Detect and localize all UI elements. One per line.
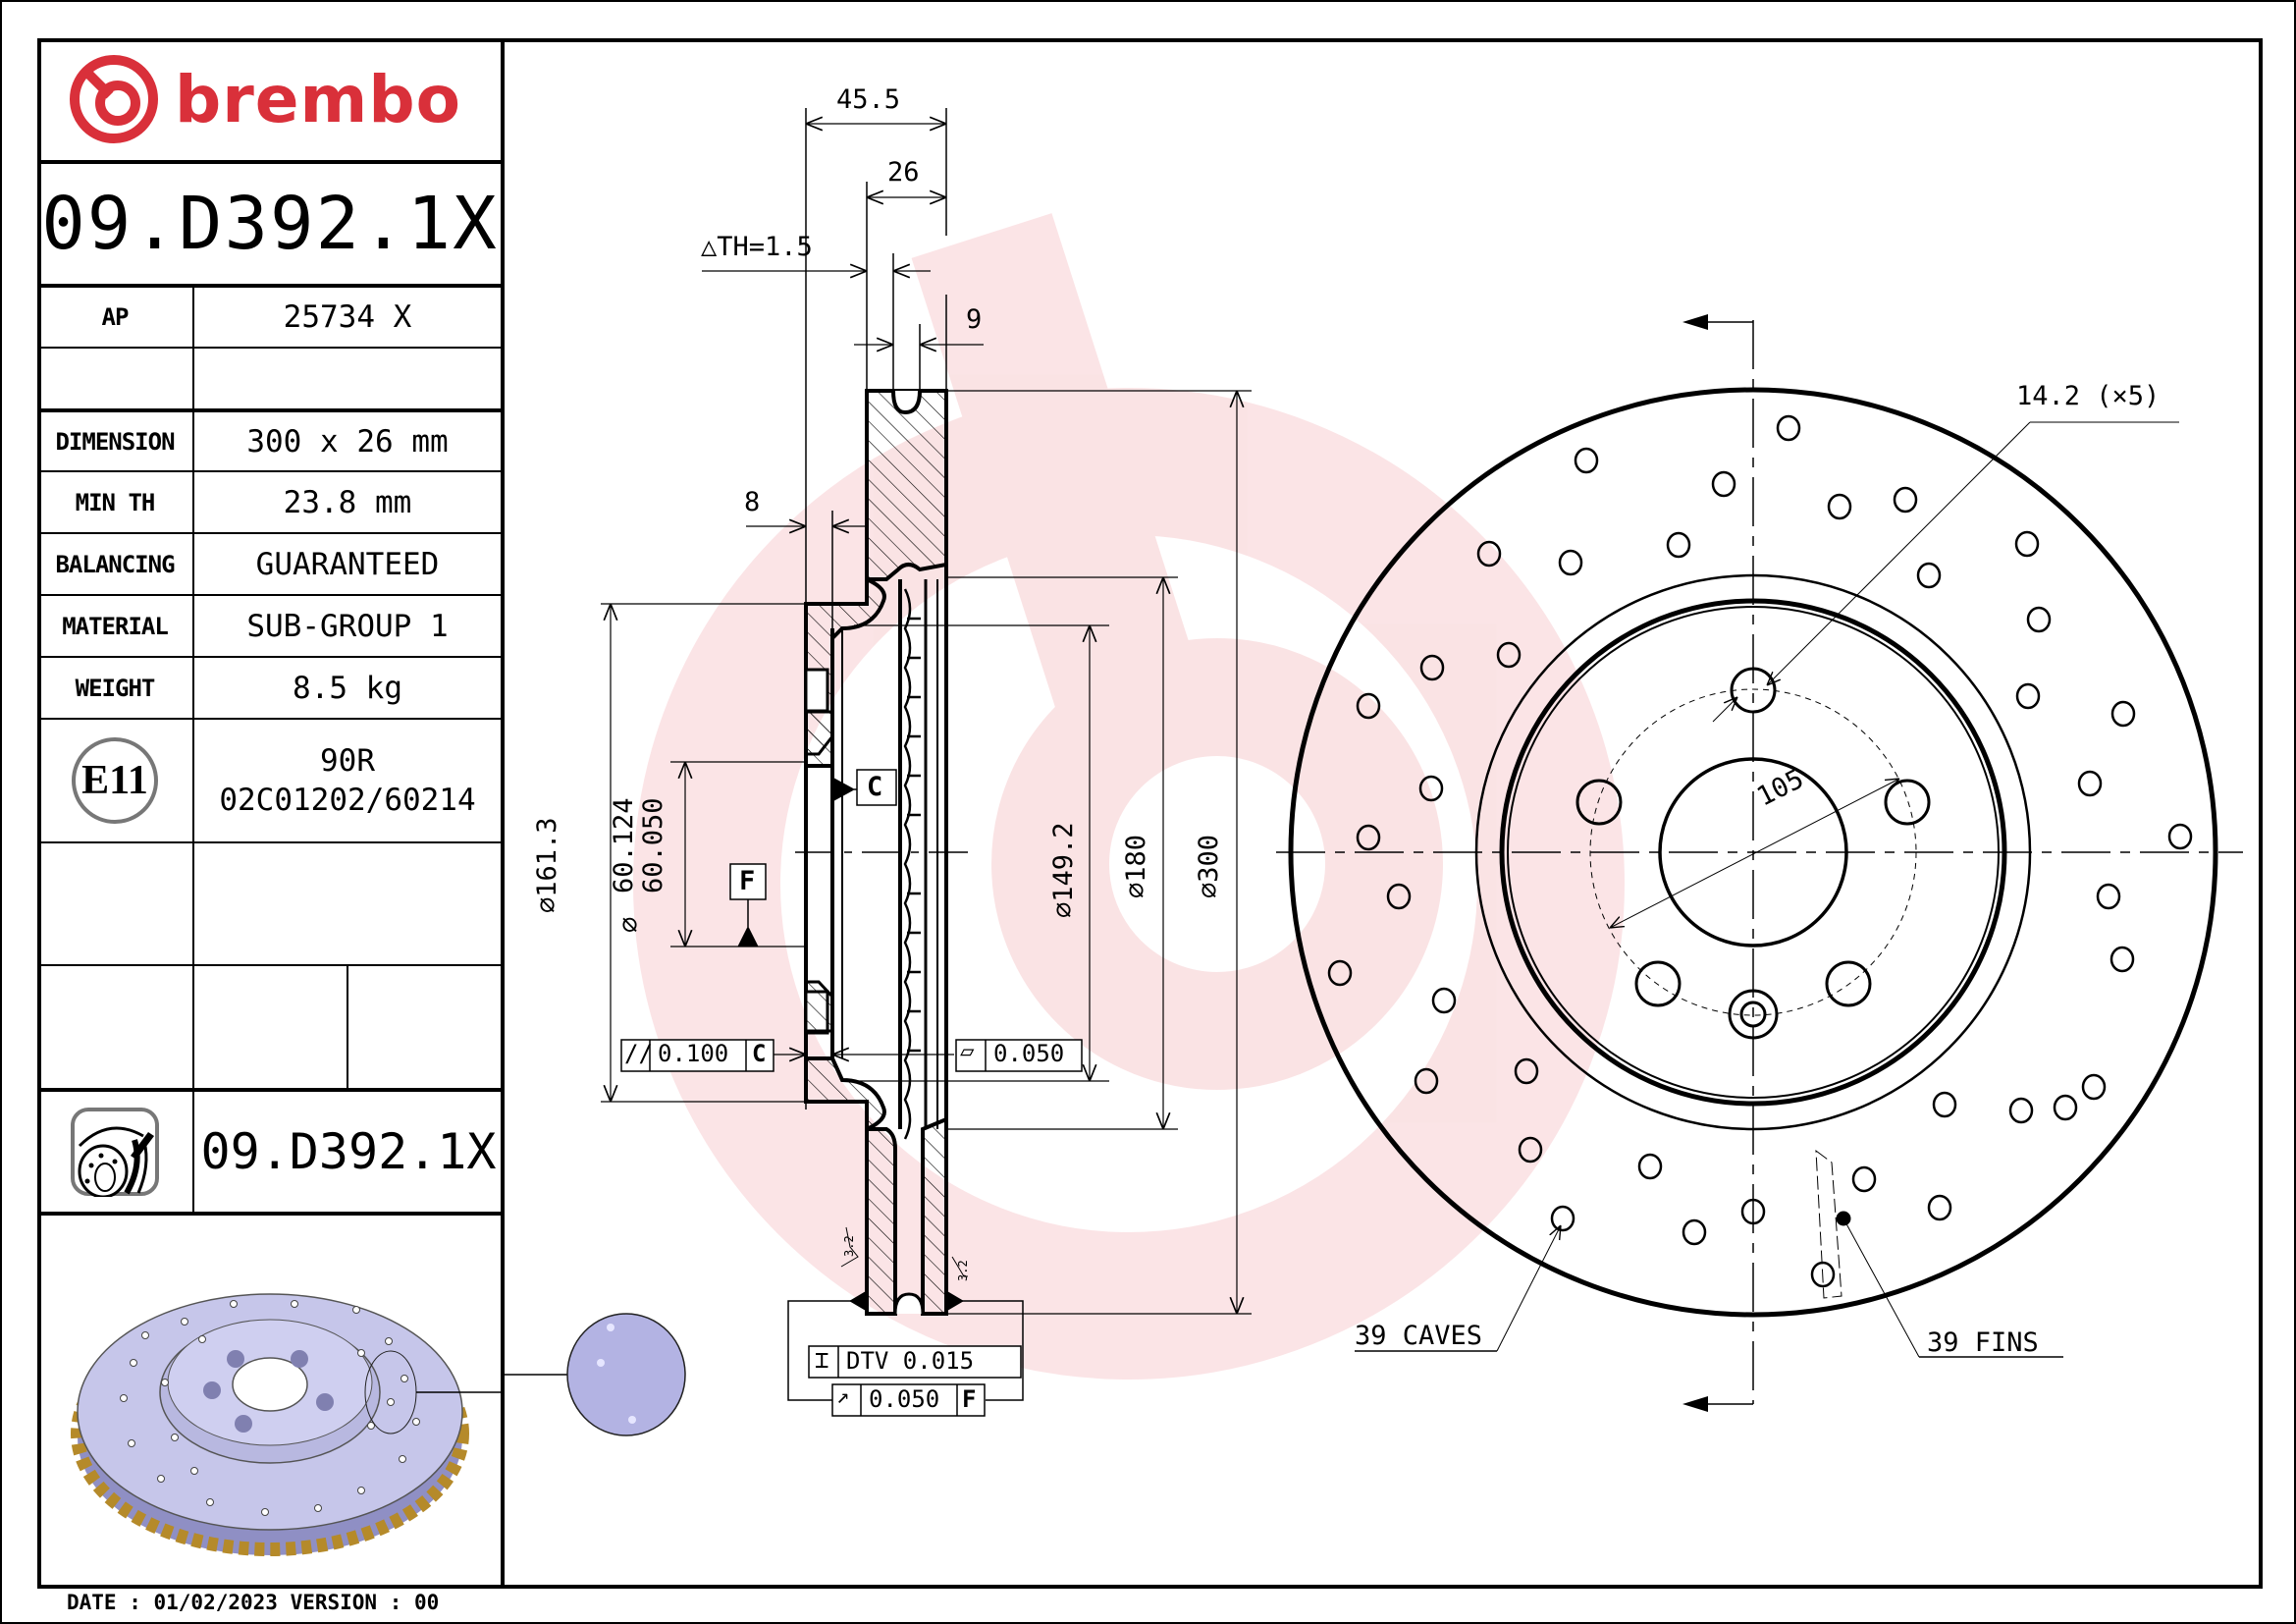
dia-centering-max: 60.124 bbox=[609, 797, 639, 893]
divider bbox=[192, 286, 194, 1214]
fins-note: 39 FINS bbox=[1927, 1327, 2039, 1358]
runout-value: 0.050 bbox=[869, 1385, 940, 1413]
divider bbox=[37, 532, 503, 534]
divider bbox=[37, 1088, 503, 1092]
divider bbox=[37, 160, 503, 164]
e11-approval-icon: E11 bbox=[72, 737, 158, 824]
spec-label-balancing: BALANCING bbox=[55, 550, 175, 578]
divider bbox=[37, 284, 503, 288]
gdt-frames bbox=[620, 769, 1083, 1417]
brembo-logo-icon bbox=[70, 55, 158, 143]
dia-centering-min: 60.050 bbox=[638, 797, 668, 893]
dim-delta-th: △TH=1.5 bbox=[701, 232, 813, 262]
part-number: 09.D392.1X bbox=[41, 182, 499, 266]
divider bbox=[347, 964, 348, 1090]
homologation-line2: 02C01202/60214 bbox=[219, 783, 476, 818]
divider bbox=[37, 594, 503, 596]
dim-thickness: 26 bbox=[887, 157, 920, 188]
homologation-mark: E11 bbox=[37, 720, 192, 841]
drawing-frame bbox=[37, 38, 2263, 1589]
brand-name: brembo bbox=[175, 61, 461, 137]
disc-3d-image bbox=[71, 1293, 501, 1556]
datum-c: C bbox=[867, 772, 883, 802]
bolt-hole-note: 14.2 (×5) bbox=[2016, 381, 2161, 411]
spec-value-min-th: 23.8 mm bbox=[283, 484, 412, 520]
icon-row-part-number: 09.D392.1X bbox=[200, 1123, 497, 1180]
flatness-symbol: ▱ bbox=[960, 1037, 975, 1064]
divider bbox=[501, 38, 505, 1585]
dia-180: ⌀180 bbox=[1121, 834, 1151, 898]
parallelism-datum: C bbox=[752, 1040, 767, 1067]
spec-value-material: SUB-GROUP 1 bbox=[246, 608, 449, 644]
brembo-watermark-icon bbox=[633, 213, 1625, 1380]
dim-hat: 8 bbox=[744, 487, 761, 517]
spec-label-min-th: MIN TH bbox=[75, 488, 156, 516]
parallelism-symbol: // bbox=[624, 1040, 653, 1067]
homologation-line1: 90R bbox=[320, 743, 375, 779]
divider bbox=[37, 347, 503, 349]
dia-161: ⌀161.3 bbox=[532, 817, 562, 913]
homologation-number: 90R 02C01202/60214 bbox=[194, 720, 501, 841]
spec-label-dimension: DIMENSION bbox=[55, 427, 175, 456]
divider bbox=[37, 964, 503, 966]
spec-label-ap: AP bbox=[101, 303, 130, 331]
front-view bbox=[1276, 314, 2243, 1412]
date-version: DATE : 01/02/2023 VERSION : 00 bbox=[67, 1591, 440, 1614]
caves-note: 39 CAVES bbox=[1355, 1321, 1483, 1351]
dim-plate: 9 bbox=[966, 304, 983, 335]
brake-disc-drilling-icon bbox=[71, 1108, 159, 1197]
spec-value-weight: 8.5 kg bbox=[293, 670, 402, 706]
spec-label-material: MATERIAL bbox=[62, 612, 169, 640]
dtv-symbol: ⌶ bbox=[815, 1346, 829, 1374]
spec-value-balancing: GUARANTEED bbox=[255, 546, 440, 582]
roughness-left: 3.2 bbox=[842, 1235, 856, 1257]
roughness-right: 3.2 bbox=[956, 1260, 970, 1281]
section-view bbox=[601, 108, 1252, 1401]
disc-icon-cell bbox=[37, 1092, 192, 1212]
divider bbox=[37, 718, 503, 720]
divider bbox=[37, 1212, 503, 1216]
dim-overall-width: 45.5 bbox=[836, 84, 901, 115]
spec-value-dimension: 300 x 26 mm bbox=[246, 423, 449, 460]
parallelism-value: 0.100 bbox=[658, 1040, 729, 1067]
dia-300: ⌀300 bbox=[1194, 834, 1224, 898]
runout-symbol: ↗ bbox=[836, 1384, 850, 1409]
spec-value-ap: 25734 X bbox=[283, 299, 412, 335]
dtv-value: DTV 0.015 bbox=[846, 1347, 975, 1375]
flatness-value: 0.050 bbox=[993, 1040, 1065, 1067]
disc-3d-render bbox=[37, 1216, 501, 1585]
divider bbox=[37, 841, 503, 843]
dia-149: ⌀149.2 bbox=[1048, 822, 1079, 918]
title-block: brembo 09.D392.1X AP 25734 X DIMENSION 3… bbox=[37, 38, 505, 1585]
detail-view bbox=[503, 1313, 686, 1436]
datum-f: F bbox=[739, 866, 756, 896]
spec-label-weight: WEIGHT bbox=[75, 674, 156, 702]
dia-centering-symbol: ⌀ bbox=[614, 916, 645, 933]
divider bbox=[37, 470, 503, 472]
brand-logo: brembo bbox=[37, 38, 503, 160]
runout-datum: F bbox=[962, 1385, 977, 1413]
divider bbox=[37, 408, 503, 412]
divider bbox=[37, 656, 503, 658]
